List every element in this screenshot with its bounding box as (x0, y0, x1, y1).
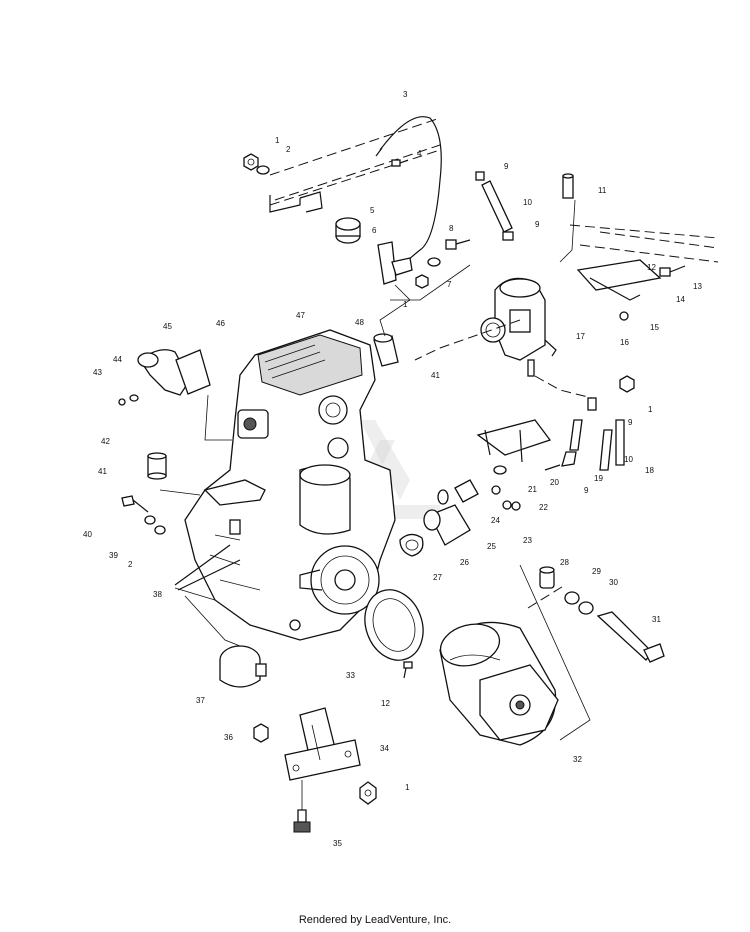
bracket-21 (437, 419, 552, 511)
callout: 11 (598, 186, 607, 195)
callout: 2 (286, 145, 291, 154)
callout: 13 (693, 282, 702, 291)
callout: 10 (624, 455, 633, 464)
nut-1-lower (359, 781, 377, 805)
callout: 44 (113, 355, 122, 364)
callout: 28 (560, 558, 569, 567)
callout: 12 (647, 263, 656, 272)
callout: 41 (98, 467, 107, 476)
callout: 32 (573, 755, 582, 764)
callout: 5 (370, 206, 375, 215)
frame-rail-right (569, 224, 719, 321)
callout: 31 (652, 615, 661, 624)
callout: 10 (523, 198, 532, 207)
callout: 43 (93, 368, 102, 377)
callout: 23 (523, 536, 532, 545)
callout: 9 (628, 418, 633, 427)
rubber-mount-5 (335, 217, 361, 244)
callout: 19 (594, 474, 603, 483)
callout: 22 (539, 503, 548, 512)
callout: 9 (535, 220, 540, 229)
leader-lines-carb (390, 199, 593, 399)
callout: 38 (153, 590, 162, 599)
callout: 24 (491, 516, 500, 525)
leader-lines-clutch (519, 564, 591, 741)
hoses-38 (174, 544, 241, 591)
callout: 2 (128, 560, 133, 569)
frame-rail-upper (269, 117, 441, 213)
fuel-parts-right (544, 375, 635, 471)
callout-labels: 1 2 3 4 5 6 1 7 8 9 10 9 11 12 13 14 15 … (83, 90, 702, 848)
callout: 12 (381, 699, 390, 708)
callout: 1 (405, 783, 410, 792)
washer-bolt-7-8 (427, 239, 471, 267)
callout: 26 (460, 558, 469, 567)
callout: 37 (196, 696, 205, 705)
engine-block (184, 329, 396, 641)
spacer-bolt-28-31 (539, 566, 665, 663)
callout: 9 (584, 486, 589, 495)
screw-12-lower (403, 661, 413, 679)
callout: 21 (528, 485, 537, 494)
callout: 16 (620, 338, 629, 347)
footer-credit: Rendered by LeadVenture, Inc. (298, 914, 452, 926)
callout: 25 (487, 542, 496, 551)
bolt-40 (121, 495, 166, 535)
nut-washer-top (243, 153, 270, 175)
callout: 30 (609, 578, 618, 587)
callout: 42 (101, 437, 110, 446)
callout: 41 (431, 371, 440, 380)
fuel-line-10-upper (475, 171, 514, 241)
clutch-32 (439, 621, 559, 746)
seal-ring-33 (364, 589, 424, 661)
bracket-6 (377, 241, 429, 289)
callout: 46 (216, 319, 225, 328)
nut-36 (253, 723, 269, 743)
intake-elbow-45 (118, 349, 211, 406)
screw-4 (391, 159, 409, 167)
callout: 45 (163, 322, 172, 331)
callout: 1 (403, 300, 408, 309)
callout: 48 (355, 318, 364, 327)
callout: 35 (333, 839, 342, 848)
boot-42 (147, 452, 167, 480)
fitting-11 (562, 173, 574, 199)
callout: 17 (576, 332, 585, 341)
callout: 7 (447, 280, 452, 289)
callout: 9 (504, 162, 509, 171)
callout: 3 (403, 90, 408, 99)
callout: 47 (296, 311, 305, 320)
callout: 40 (83, 530, 92, 539)
callout: 18 (645, 466, 654, 475)
bracket-34 (284, 707, 361, 781)
callout: 6 (372, 226, 377, 235)
fuel-pump-26 (399, 504, 471, 557)
rubber-mount-37 (219, 645, 267, 688)
callout: 4 (417, 149, 422, 158)
callout: 8 (449, 224, 454, 233)
bolt-35 (293, 780, 311, 833)
callout: 29 (592, 567, 601, 576)
carburetor-17 (480, 277, 557, 377)
throttle-cable (375, 116, 442, 271)
callout: 1 (648, 405, 653, 414)
coupler-48 (373, 333, 399, 367)
callout: 33 (346, 671, 355, 680)
callout: 20 (550, 478, 559, 487)
callout: 34 (380, 744, 389, 753)
callout: 15 (650, 323, 659, 332)
callout: 27 (433, 573, 442, 582)
callout: 36 (224, 733, 233, 742)
callout: 1 (275, 136, 280, 145)
callout: 14 (676, 295, 685, 304)
callout: 39 (109, 551, 118, 560)
